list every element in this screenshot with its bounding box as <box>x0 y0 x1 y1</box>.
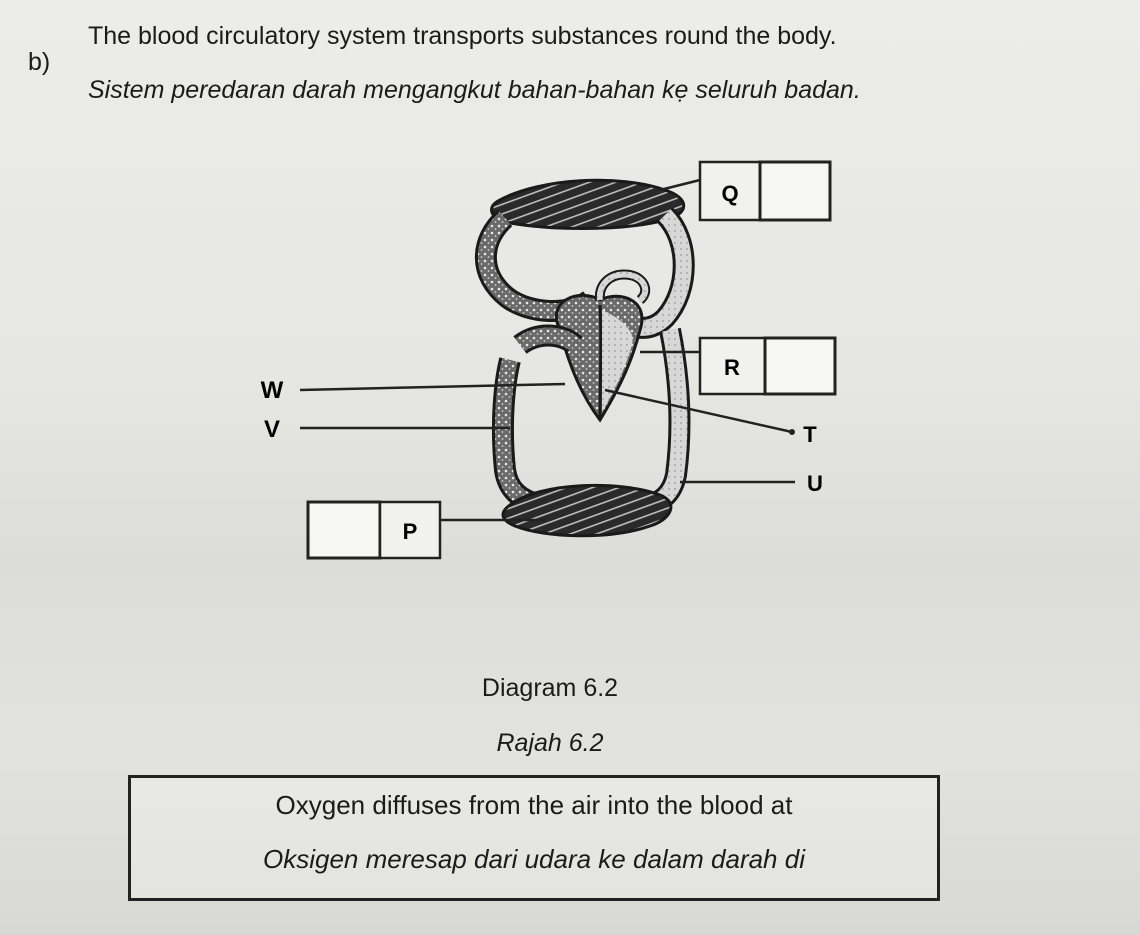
label-q: Q <box>721 181 738 206</box>
answer-text-english: Oxygen diffuses from the air into the bl… <box>275 790 793 820</box>
label-q-group: Q <box>698 160 832 222</box>
answer-statement-box: Oxygen diffuses from the air into the bl… <box>128 775 940 901</box>
label-t: T <box>803 422 817 447</box>
label-w: W <box>261 377 284 404</box>
lung-capillaries <box>490 178 686 230</box>
body-capillaries <box>501 483 673 538</box>
diagram-caption-malay: Rajah 6.2 <box>496 729 604 757</box>
label-p: P <box>403 519 418 544</box>
label-r-group: R <box>698 336 837 396</box>
label-v: V <box>264 416 280 443</box>
heart <box>554 269 651 423</box>
diagram-caption-english: Diagram 6.2 <box>481 674 619 702</box>
question-text-english: The blood circulatory system transports … <box>88 22 837 50</box>
label-p-group: P <box>306 500 442 560</box>
circulatory-system-diagram: Q R W V T U P <box>261 160 837 560</box>
label-r: R <box>724 355 740 380</box>
answer-box-p[interactable] <box>306 500 382 560</box>
answer-box-q[interactable] <box>758 160 832 222</box>
label-t-dot <box>789 429 795 435</box>
answer-box-r[interactable] <box>763 336 837 396</box>
question-text-malay: Sistem peredaran darah mengangkut bahan-… <box>88 76 861 104</box>
label-lines <box>299 178 795 522</box>
answer-text-malay: Oksigen meresap dari udara ke dalam dara… <box>263 844 805 874</box>
label-u: U <box>807 471 823 496</box>
question-label: b) <box>28 48 51 76</box>
